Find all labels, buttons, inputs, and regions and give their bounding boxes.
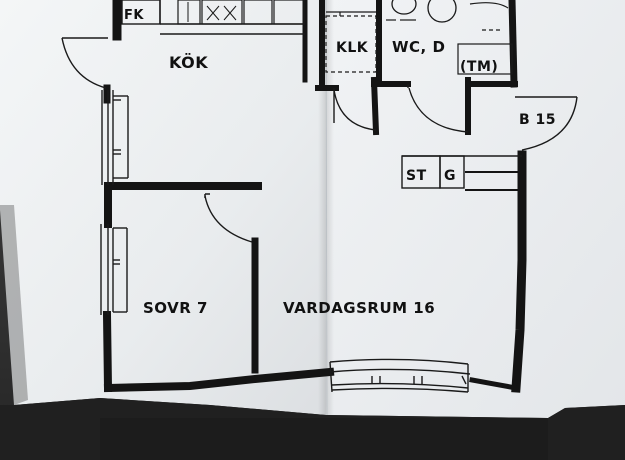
label-g: G bbox=[444, 168, 456, 184]
label-st: ST bbox=[406, 168, 427, 184]
walls bbox=[102, 0, 527, 393]
doors bbox=[61, 37, 578, 243]
door-bedroom bbox=[204, 193, 253, 243]
label-b15: B 15 bbox=[519, 112, 556, 128]
kitchen-counter bbox=[160, 0, 305, 35]
storage-cabinets bbox=[401, 155, 522, 189]
label-tm: (TM) bbox=[460, 59, 498, 75]
door-klk bbox=[333, 88, 377, 131]
fixtures bbox=[121, 0, 522, 189]
label-kok: KÖK bbox=[169, 53, 208, 72]
klk-closet bbox=[325, 11, 377, 73]
door-kitchen bbox=[61, 37, 108, 89]
label-fk: FK bbox=[124, 8, 144, 23]
windows bbox=[100, 90, 471, 393]
window-bedroom bbox=[100, 224, 128, 315]
label-sovr: SOVR 7 bbox=[143, 299, 208, 317]
window-kitchen bbox=[101, 90, 129, 185]
door-wc bbox=[407, 84, 469, 133]
room-labels: FK KÖK KLK WC, D (TM) B 15 ST G SOVR 7 V… bbox=[124, 8, 556, 317]
wc-fixtures bbox=[386, 0, 513, 75]
window-living bbox=[329, 358, 471, 393]
label-klk: KLK bbox=[336, 40, 369, 56]
label-wc: WC, D bbox=[392, 38, 445, 56]
door-entrance bbox=[515, 96, 578, 151]
label-vardagsrum: VARDAGSRUM 16 bbox=[283, 299, 435, 317]
